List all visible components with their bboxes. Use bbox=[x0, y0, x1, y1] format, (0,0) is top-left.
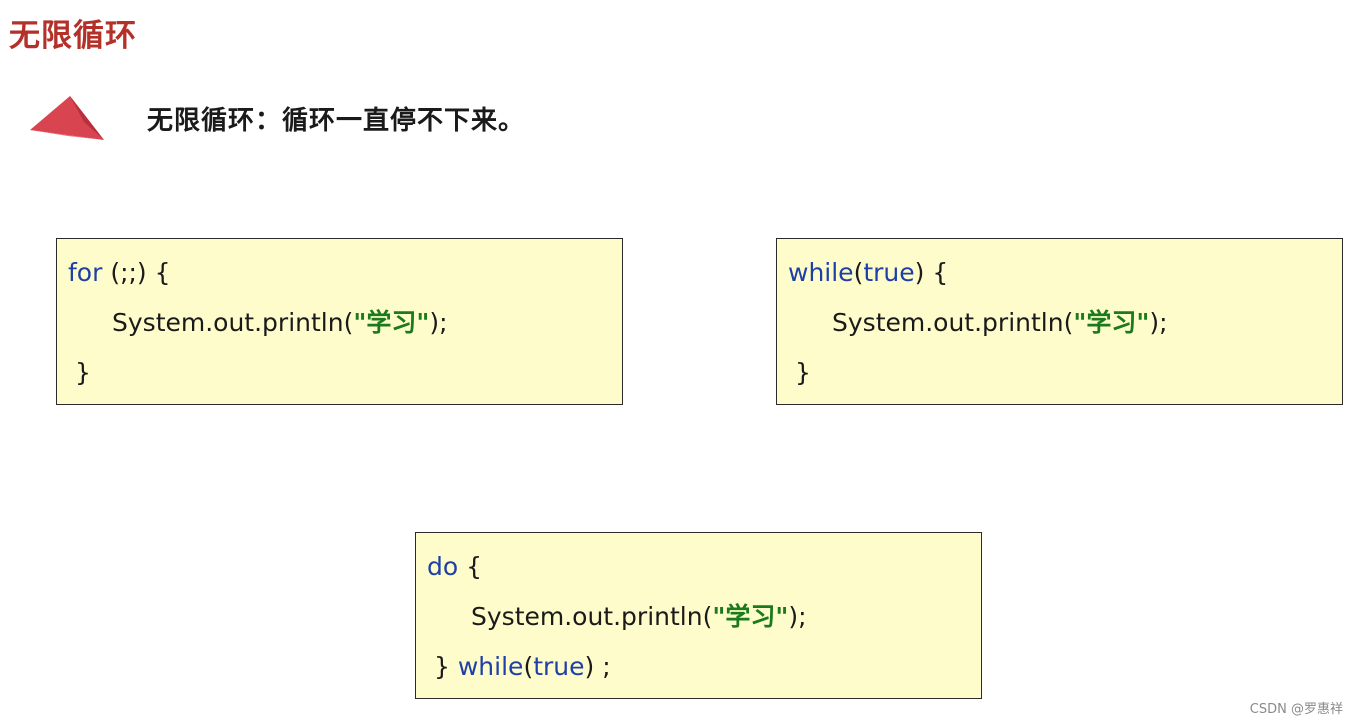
code-text: } bbox=[434, 652, 458, 681]
code-text: ); bbox=[429, 308, 448, 337]
keyword: while bbox=[788, 258, 854, 287]
code-text: System.out.println( bbox=[112, 308, 354, 337]
code-text: (;;) { bbox=[102, 258, 171, 287]
subtitle: 无限循环：循环一直停不下来。 bbox=[147, 106, 526, 136]
code-line-3: } bbox=[75, 358, 91, 387]
code-line-1: do { bbox=[427, 552, 482, 582]
code-text: ( bbox=[523, 652, 534, 681]
code-block-while-loop: while(true) { System.out.println("学习"); … bbox=[776, 238, 1343, 405]
code-text: System.out.println( bbox=[832, 308, 1074, 337]
page-title: 无限循环 bbox=[9, 18, 137, 54]
keyword: for bbox=[68, 258, 103, 287]
string-literal: "学习" bbox=[353, 308, 430, 337]
code-line-3: } bbox=[795, 358, 811, 387]
code-line-2: System.out.println("学习"); bbox=[832, 308, 1168, 338]
code-text: ); bbox=[1149, 308, 1168, 337]
keyword: do bbox=[427, 552, 459, 581]
code-line-1: while(true) { bbox=[788, 258, 948, 288]
code-text: ); bbox=[788, 602, 807, 631]
code-line-3: } while(true) ; bbox=[434, 652, 611, 682]
code-text: { bbox=[458, 552, 483, 581]
watermark: CSDN @罗惠祥 bbox=[1249, 702, 1343, 717]
keyword: true bbox=[863, 258, 915, 287]
code-line-2: System.out.println("学习"); bbox=[471, 602, 807, 632]
code-text: System.out.println( bbox=[471, 602, 713, 631]
code-text: ) ; bbox=[584, 652, 611, 681]
keyword: while bbox=[457, 652, 524, 681]
string-literal: "学习" bbox=[1073, 308, 1150, 337]
string-literal: "学习" bbox=[712, 602, 789, 631]
code-text: ( bbox=[853, 258, 864, 287]
code-line-1: for (;;) { bbox=[68, 258, 171, 288]
code-line-2: System.out.println("学习"); bbox=[112, 308, 448, 338]
code-block-for-loop: for (;;) { System.out.println("学习"); } bbox=[56, 238, 623, 405]
code-block-do-while-loop: do { System.out.println("学习"); } while(t… bbox=[415, 532, 982, 699]
red-triangle-bullet-icon bbox=[30, 96, 104, 140]
keyword: true bbox=[533, 652, 585, 681]
code-text: ) { bbox=[914, 258, 949, 287]
